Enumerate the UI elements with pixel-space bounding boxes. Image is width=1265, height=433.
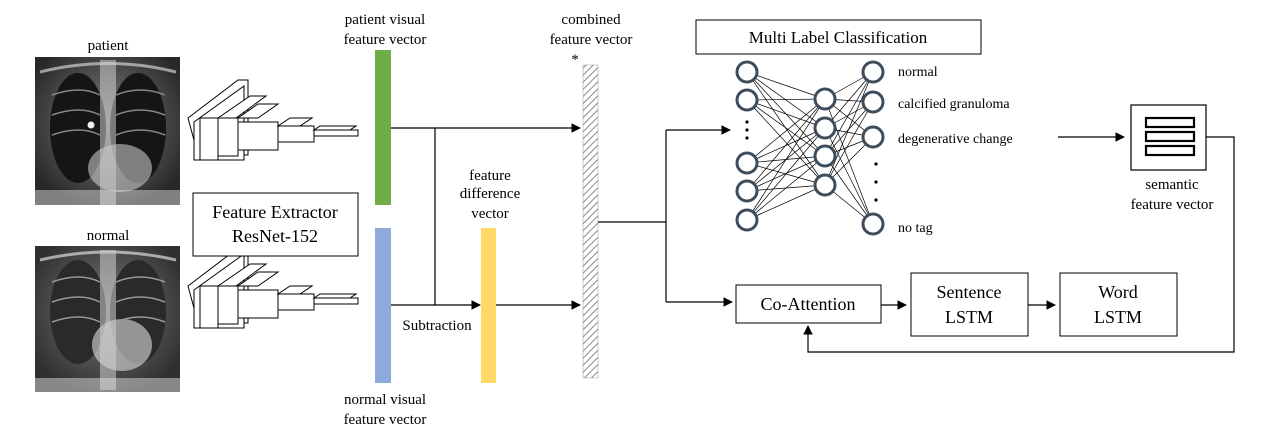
ellipsis-dot xyxy=(874,180,878,184)
cnn-extractor-bottom xyxy=(187,247,359,329)
semantic-feature-vector-icon xyxy=(1130,104,1207,171)
feature-difference-vector xyxy=(481,228,496,383)
tag-label: normal xyxy=(898,65,938,80)
cnn-extractor-top xyxy=(187,79,359,161)
combined-feature-vector xyxy=(582,64,599,379)
multi-label-classification-box: Multi Label Classification xyxy=(695,19,982,55)
sentence-lstm-label-2: LSTM xyxy=(945,307,993,327)
hidden-node xyxy=(813,87,837,111)
neural-network xyxy=(735,60,885,236)
input-node xyxy=(735,179,759,203)
output-node-calcified-granuloma xyxy=(861,90,885,114)
normal-vector-label-2: feature vector xyxy=(344,412,427,428)
patient-image-label: patient xyxy=(88,38,130,54)
tag-label: no tag xyxy=(898,221,933,236)
ellipsis-dot xyxy=(745,120,749,124)
patient-visual-feature-vector xyxy=(375,50,391,205)
difference-vector-label-2: difference xyxy=(460,186,521,202)
normal-xray-image xyxy=(35,246,180,392)
combined-vector-label-2: feature vector xyxy=(550,32,633,48)
normal-visual-feature-vector xyxy=(375,228,391,383)
tag-label: calcified granuloma xyxy=(898,97,1010,112)
word-lstm-box: Word LSTM xyxy=(1059,272,1178,337)
input-node xyxy=(735,60,759,84)
word-lstm-label-1: Word xyxy=(1098,282,1138,302)
tag-label: degenerative change xyxy=(898,132,1013,147)
difference-vector-label-1: feature xyxy=(469,168,511,184)
semantic-to-co-attention-arrow xyxy=(803,136,1235,353)
feature-extractor-model: ResNet-152 xyxy=(232,226,318,246)
word-lstm-label-2: LSTM xyxy=(1094,307,1142,327)
sentence-lstm-label-1: Sentence xyxy=(937,282,1002,302)
normal-image-label: normal xyxy=(87,228,130,244)
patient-vector-label-2: feature vector xyxy=(344,32,427,48)
output-node-no-tag xyxy=(861,212,885,236)
patient-xray-image xyxy=(35,57,180,205)
hidden-node xyxy=(813,116,837,140)
co-attention-box: Co-Attention xyxy=(735,284,882,324)
input-node xyxy=(735,88,759,112)
hidden-node xyxy=(813,144,837,168)
feature-extractor-box: Feature Extractor ResNet-152 xyxy=(192,192,359,257)
output-node-normal xyxy=(861,60,885,84)
co-attention-label: Co-Attention xyxy=(761,294,856,314)
combined-vector-label-1: combined xyxy=(561,12,621,28)
input-node xyxy=(735,208,759,232)
ellipsis-dot xyxy=(745,136,749,140)
classification-title: Multi Label Classification xyxy=(749,28,928,47)
sentence-lstm-box: Sentence LSTM xyxy=(910,272,1029,337)
difference-vector-label-3: vector xyxy=(471,206,508,222)
network-edges xyxy=(746,71,874,225)
ellipsis-dot xyxy=(745,128,749,132)
patient-vector-label-1: patient visual xyxy=(345,12,425,28)
combined-vector-marker: * xyxy=(571,52,579,68)
ellipsis-dot xyxy=(874,198,878,202)
feature-extractor-title: Feature Extractor xyxy=(212,202,337,222)
normal-vector-label-1: normal visual xyxy=(344,392,426,408)
subtraction-label: Subtraction xyxy=(402,318,472,334)
semantic-vector-label-1: semantic xyxy=(1145,177,1199,193)
hidden-node xyxy=(813,173,837,197)
output-node-degenerative-change xyxy=(861,125,885,149)
ellipsis-dot xyxy=(874,162,878,166)
semantic-vector-label-2: feature vector xyxy=(1131,197,1214,213)
input-node xyxy=(735,151,759,175)
